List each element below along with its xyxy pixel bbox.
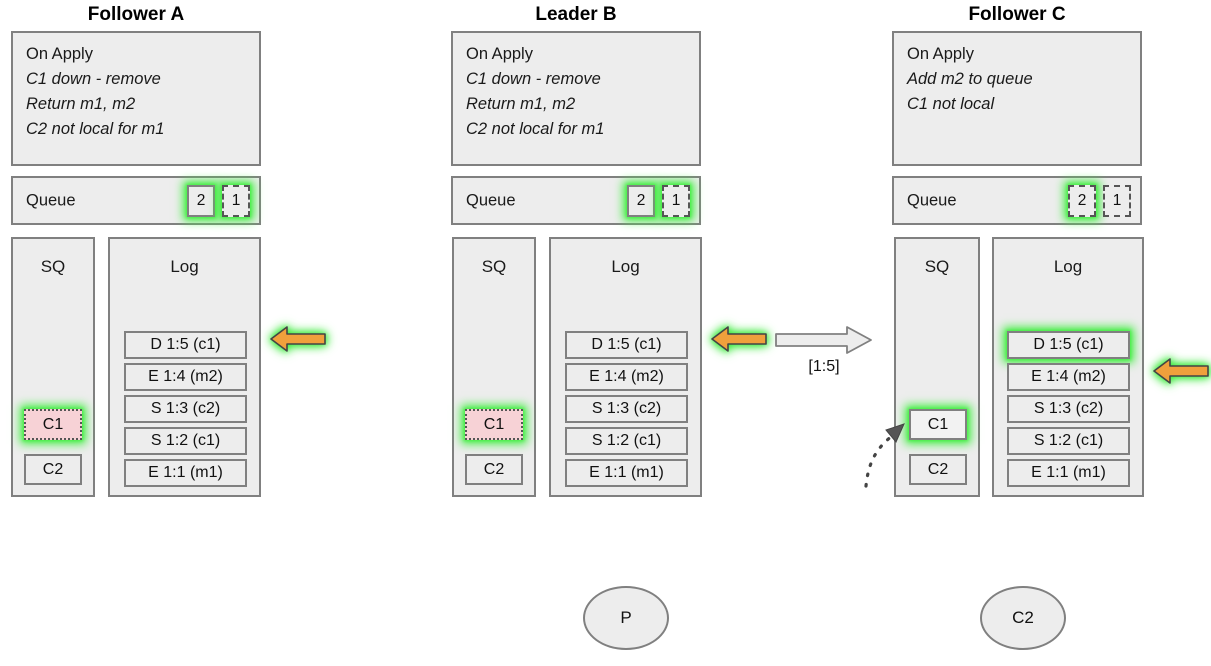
queue-items: 2 1 — [1068, 184, 1131, 217]
apply-heading: On Apply — [26, 45, 93, 63]
column-title-leader-b: Leader B — [535, 4, 617, 25]
queue-items: 2 1 — [187, 184, 250, 217]
log-entry[interactable]: E 1:4 (m2) — [565, 363, 688, 391]
queue-item[interactable]: 1 — [662, 184, 690, 217]
queue-item[interactable]: 2 — [627, 184, 655, 217]
sq-item-c2[interactable]: C2 — [465, 454, 523, 485]
log-entry[interactable]: S 1:3 (c2) — [565, 395, 688, 423]
queue-box-follower-c: Queue 2 1 — [892, 176, 1142, 225]
queue-item[interactable]: 1 — [1103, 184, 1131, 217]
column-title-follower-a: Follower A — [87, 4, 185, 25]
apply-heading: On Apply — [466, 45, 533, 63]
log-entry[interactable]: E 1:1 (m1) — [1007, 459, 1130, 487]
log-title: Log — [1053, 257, 1083, 276]
apply-line: Return m1, m2 — [466, 95, 576, 113]
log-entry[interactable]: D 1:5 (c1) — [124, 331, 247, 359]
queue-label: Queue — [907, 191, 957, 209]
queue-label: Queue — [26, 191, 76, 209]
log-entry[interactable]: S 1:2 (c1) — [565, 427, 688, 455]
enqueue-dotted-arrow — [858, 404, 914, 490]
sq-item-c1[interactable]: C1 — [909, 409, 967, 440]
replication-arrow-label: [1:5] — [808, 358, 840, 375]
queue-box-follower-a: Queue 2 1 — [11, 176, 261, 225]
sq-panel-leader-b: SQ C1 C2 — [452, 237, 536, 497]
sq-panel-follower-c: SQ C1 C2 — [894, 237, 980, 497]
commit-pointer-arrow-leader-b — [710, 323, 768, 355]
queue-item[interactable]: 1 — [222, 184, 250, 217]
queue-item[interactable]: 2 — [187, 184, 215, 217]
log-entry[interactable]: S 1:2 (c1) — [1007, 427, 1130, 455]
client-ellipse-p[interactable]: P — [583, 586, 669, 650]
commit-pointer-arrow-follower-a — [269, 323, 327, 355]
apply-line: C1 not local — [907, 95, 995, 113]
queue-item[interactable]: 2 — [1068, 184, 1096, 217]
commit-pointer-arrow-follower-c — [1152, 355, 1210, 387]
apply-line: C1 down - remove — [26, 70, 161, 88]
apply-line: Add m2 to queue — [907, 70, 1033, 88]
apply-line: C2 not local for m1 — [26, 120, 165, 138]
log-title: Log — [170, 257, 199, 276]
sq-panel-follower-a: SQ C1 C2 — [11, 237, 95, 497]
log-entry[interactable]: S 1:3 (c2) — [1007, 395, 1130, 423]
sq-item-c2[interactable]: C2 — [909, 454, 967, 485]
log-entry[interactable]: S 1:3 (c2) — [124, 395, 247, 423]
log-entry[interactable]: D 1:5 (c1) — [1007, 331, 1130, 359]
queue-items: 2 1 — [627, 184, 690, 217]
log-panel-leader-b: Log D 1:5 (c1) E 1:4 (m2) S 1:3 (c2) S 1… — [549, 237, 702, 497]
log-entry[interactable]: S 1:2 (c1) — [124, 427, 247, 455]
log-entry[interactable]: E 1:1 (m1) — [124, 459, 247, 487]
client-ellipse-c2[interactable]: C2 — [980, 586, 1066, 650]
log-title: Log — [611, 257, 640, 276]
sq-title: SQ — [481, 257, 507, 276]
log-entry[interactable]: E 1:4 (m2) — [124, 363, 247, 391]
apply-line: Return m1, m2 — [26, 95, 136, 113]
replication-arrow — [775, 326, 873, 354]
sq-title: SQ — [40, 257, 66, 276]
sq-item-c2[interactable]: C2 — [24, 454, 82, 485]
apply-line: C2 not local for m1 — [466, 120, 605, 138]
apply-heading: On Apply — [907, 45, 974, 63]
sq-item-c1[interactable]: C1 — [465, 409, 523, 440]
sq-title: SQ — [924, 257, 950, 276]
sq-item-c1[interactable]: C1 — [24, 409, 82, 440]
apply-box-leader-b: On Apply C1 down - remove Return m1, m2 … — [451, 31, 701, 166]
queue-label: Queue — [466, 191, 516, 209]
apply-box-follower-c: On Apply Add m2 to queue C1 not local — [892, 31, 1142, 166]
apply-box-follower-a: On Apply C1 down - remove Return m1, m2 … — [11, 31, 261, 166]
apply-line: C1 down - remove — [466, 70, 601, 88]
log-entry[interactable]: D 1:5 (c1) — [565, 331, 688, 359]
log-entry[interactable]: E 1:4 (m2) — [1007, 363, 1130, 391]
log-panel-follower-c: Log D 1:5 (c1) E 1:4 (m2) S 1:3 (c2) S 1… — [992, 237, 1144, 497]
column-title-follower-c: Follower C — [968, 4, 1066, 25]
log-entry[interactable]: E 1:1 (m1) — [565, 459, 688, 487]
queue-box-leader-b: Queue 2 1 — [451, 176, 701, 225]
log-panel-follower-a: Log D 1:5 (c1) E 1:4 (m2) S 1:3 (c2) S 1… — [108, 237, 261, 497]
